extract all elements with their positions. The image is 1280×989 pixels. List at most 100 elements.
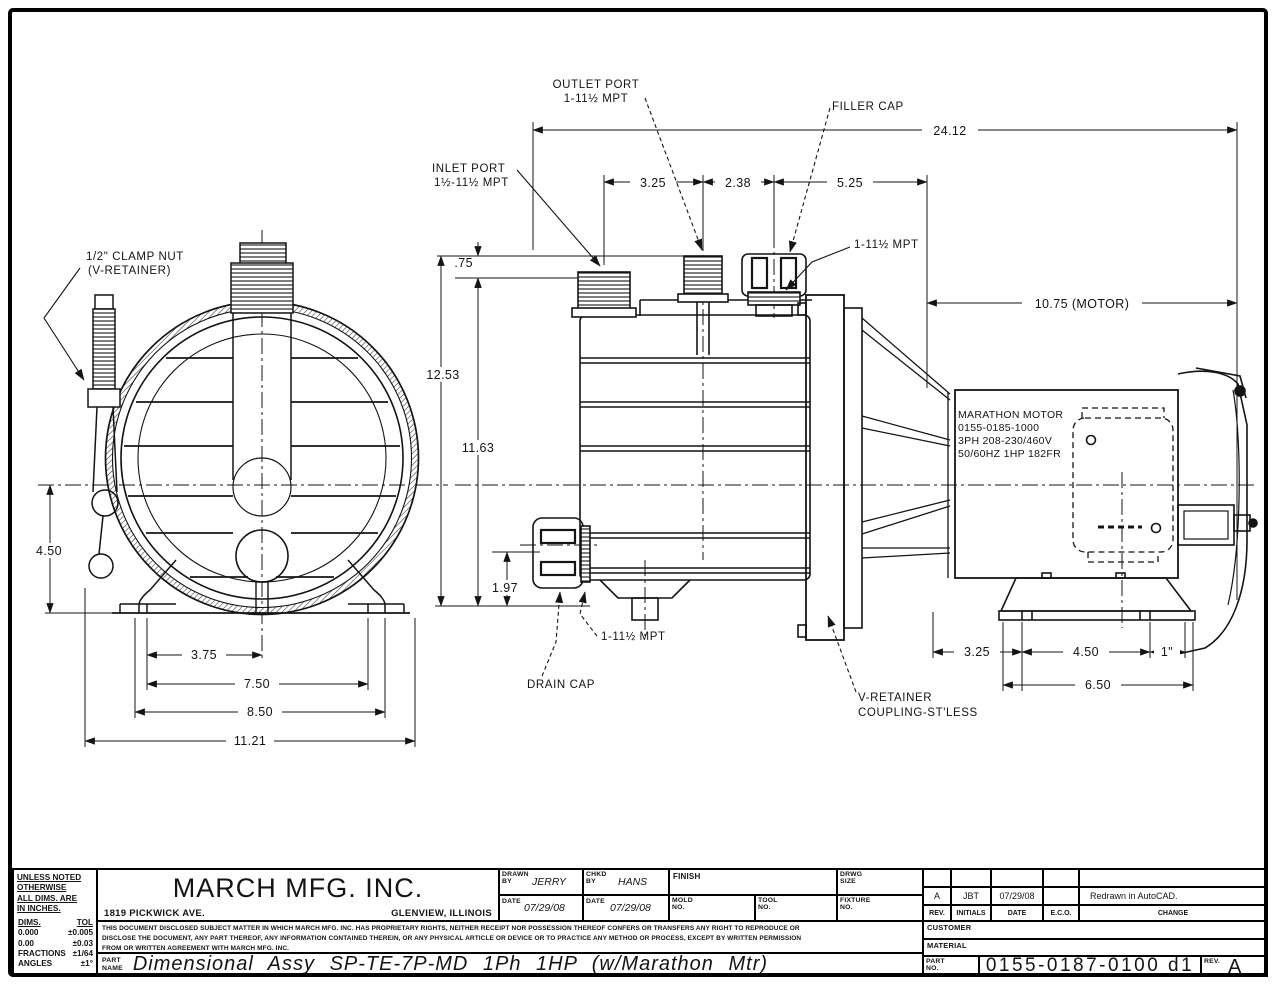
drain-cap-label: DRAIN CAP xyxy=(527,679,595,691)
dim-base-length: 6.50 xyxy=(1085,678,1111,692)
side-ribs xyxy=(580,357,810,574)
material-label: MATERIAL xyxy=(927,941,967,950)
drawn-by-label: DRAWN BY xyxy=(502,871,529,886)
dim-port-spacing-1: 3.25 xyxy=(640,176,666,190)
tol-dim: 0.000 xyxy=(18,928,39,938)
revision-eco xyxy=(1042,886,1080,906)
notes-line: ALL DIMS. ARE xyxy=(17,893,78,903)
finish-label: FINISH xyxy=(673,872,701,881)
tol-val: ±0.03 xyxy=(72,938,93,948)
pump-front-view xyxy=(87,242,420,616)
dim-overall-length: 24.12 xyxy=(933,124,966,138)
tool-no-cell: TOOL NO. xyxy=(754,894,838,922)
customer-label: CUSTOMER xyxy=(927,923,972,932)
tol-dim: 0.00 xyxy=(18,938,34,948)
dim-motor-length: 10.75 (MOTOR) xyxy=(1035,297,1130,311)
dim-base-offset: 3.25 xyxy=(964,645,990,659)
company-block: MARCH MFG. INC. 1819 PICKWICK AVE. GLENV… xyxy=(96,868,500,922)
clamp-nut-hardware xyxy=(87,294,121,579)
tol-dim: ANGLES xyxy=(18,959,53,968)
filler-cap-shape xyxy=(741,253,807,317)
fixture-no-cell: FIXTURE NO. xyxy=(836,894,924,922)
tol-val: ±0.005 xyxy=(68,928,93,938)
junction-box xyxy=(1072,407,1174,563)
notes-line: IN INCHES. xyxy=(17,903,61,913)
motor-end-bell xyxy=(1177,367,1258,655)
motor-spec-line-2: 0155-0185-1000 xyxy=(958,422,1039,434)
clamp-nut-label: 1/2" CLAMP NUT xyxy=(86,251,184,263)
v-retainer-label: V-RETAINER xyxy=(858,692,932,704)
drawn-by-value: JERRY xyxy=(532,876,567,888)
legal-line: FROM OR WRITTEN AGREEMENT WITH MARCH MFG… xyxy=(102,944,290,952)
dim-base-extra: 1" xyxy=(1161,645,1173,659)
revision-empty-cell xyxy=(922,868,952,888)
rev-label: REV. xyxy=(1204,958,1221,965)
v-retainer-flange xyxy=(797,294,863,641)
drawn-by-cell: DRAWN BY JERRY xyxy=(498,868,584,896)
revision-date: 07/29/08 xyxy=(990,886,1044,906)
part-name-label-line: NAME xyxy=(102,964,123,972)
pump-side-view xyxy=(532,253,951,641)
motor-view xyxy=(954,367,1258,655)
dim-base-bolt-span: 4.50 xyxy=(1073,645,1099,659)
part-no-label-line: PART xyxy=(926,958,945,965)
notes-line: UNLESS NOTED xyxy=(17,873,82,882)
outlet-port-label: OUTLET PORT xyxy=(553,79,640,91)
date-label: DATE xyxy=(586,898,605,905)
tol-col-dims: DIMS. xyxy=(18,918,41,927)
date-label: DATE xyxy=(502,898,521,905)
tol-val: ±1/64 xyxy=(72,948,93,958)
drawn-date-value: 07/29/08 xyxy=(524,902,565,914)
motor-spec-line-3: 3PH 208-230/460V xyxy=(958,435,1052,447)
chkd-by-value: HANS xyxy=(618,876,648,888)
fixture-no-label: FIXTURE NO. xyxy=(840,897,871,912)
revision-empty-cell xyxy=(1078,868,1268,888)
part-name-label-line: PART xyxy=(102,957,121,965)
motor-base xyxy=(998,572,1196,621)
top-port-threads xyxy=(230,242,294,314)
chkd-by-cell: CHKD BY HANS xyxy=(582,868,670,896)
motor-spec-line-4: 50/60HZ 1HP 182FR xyxy=(958,448,1061,460)
dim-foot-width: 8.50 xyxy=(247,705,273,719)
customer-cell: CUSTOMER xyxy=(922,920,1268,940)
dim-foot-span: 7.50 xyxy=(244,677,270,691)
dim-port-spacing-3: 5.25 xyxy=(837,176,863,190)
drawn-date-cell: DATE 07/29/08 xyxy=(498,894,584,922)
inlet-port-size: 1½-11½ MPT xyxy=(434,177,509,189)
dim-height-overall: 12.53 xyxy=(426,368,459,382)
leader-lines xyxy=(43,97,857,693)
mounting-feet xyxy=(112,559,410,614)
chkd-date-cell: DATE 07/29/08 xyxy=(582,894,670,922)
chkd-date-value: 07/29/08 xyxy=(610,902,651,914)
outlet-port-size: 1-11½ MPT xyxy=(564,93,629,105)
part-name-row: PART NAME Dimensional Assy SP-TE-7P-MD 1… xyxy=(96,952,924,977)
part-no-label-cell: PART NO. xyxy=(922,955,980,977)
tool-no-label: TOOL NO. xyxy=(758,897,778,912)
dim-drain-height: 1.97 xyxy=(492,581,518,595)
dim-height-inlet: 11.63 xyxy=(462,441,494,455)
drain-mpt-label: 1-11½ MPT xyxy=(601,631,666,643)
tol-val: ±1° xyxy=(80,959,93,968)
inlet-port-label: INLET PORT xyxy=(432,163,505,175)
center-column xyxy=(232,312,292,615)
drwg-size-label: DRWG SIZE xyxy=(840,871,863,886)
tol-dim: FRACTIONS xyxy=(18,948,66,958)
legal-line: DISCLOSE THE DOCUMENT, ANY PART THEREOF,… xyxy=(102,934,802,942)
dim-port-offset: .75 xyxy=(454,256,473,270)
revision-change: Redrawn in AutoCAD. xyxy=(1078,886,1268,906)
rev-value: A xyxy=(1228,956,1242,978)
legal-notice: THIS DOCUMENT DISCLOSED SUBJECT MATTER I… xyxy=(96,920,924,954)
company-address: 1819 PICKWICK AVE. xyxy=(104,908,205,919)
part-no-label-line: NO. xyxy=(926,965,939,973)
housing-ribs xyxy=(124,357,400,578)
tolerance-notes: UNLESS NOTED OTHERWISE ALL DIMS. ARE IN … xyxy=(12,868,98,977)
tol-col-tol: TOL xyxy=(76,918,93,927)
assembly-drawing: 24.12 3.25 2.38 5.25 10.75 (MOTOR) 12.53… xyxy=(30,79,1258,748)
motor-spec-line-1: MARATHON MOTOR xyxy=(958,409,1063,421)
dim-label-backgrounds xyxy=(30,123,1180,748)
revision-initials: JBT xyxy=(950,886,992,906)
dim-housing-width: 11.21 xyxy=(234,734,266,748)
part-name-value: Dimensional Assy SP-TE-7P-MD 1Ph 1HP (w/… xyxy=(132,953,769,975)
revision-empty-cell xyxy=(1042,868,1080,888)
